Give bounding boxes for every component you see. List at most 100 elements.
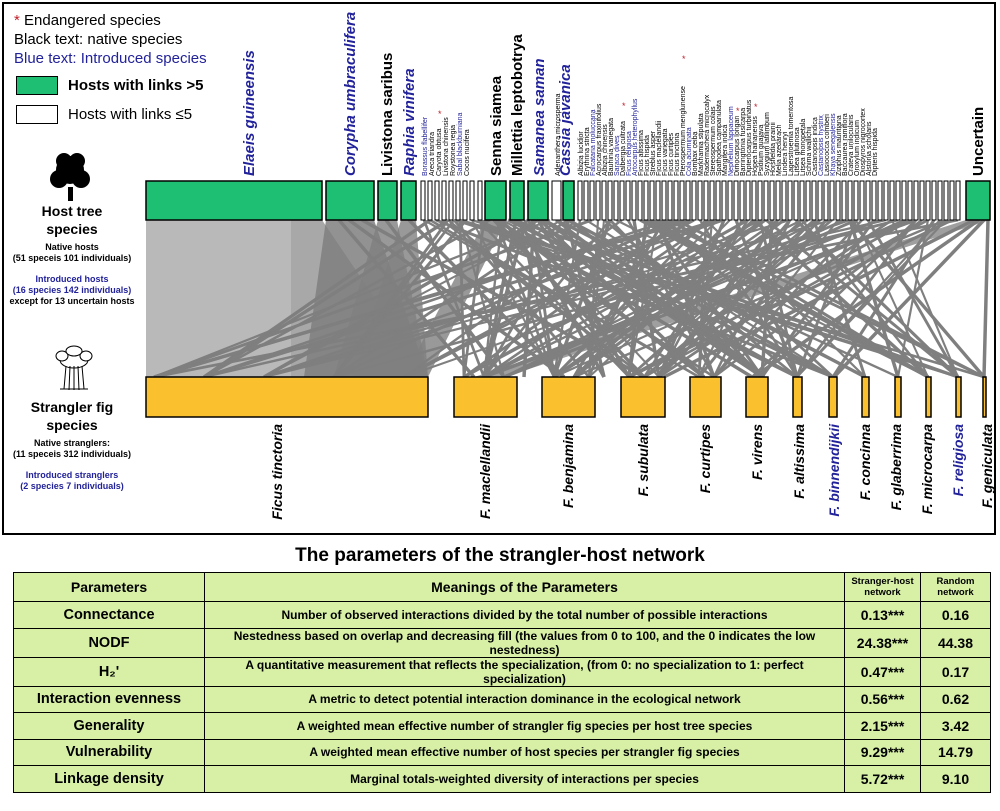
host-box — [577, 180, 583, 221]
network-link — [542, 218, 766, 379]
table-row: H₂' A quantitative measurement that refl… — [13, 656, 991, 687]
host-label: Lasiococca comberi — [824, 114, 831, 176]
host-label: Elaeis guineensis — [241, 50, 258, 176]
host-box — [400, 180, 417, 221]
network-link — [203, 218, 887, 379]
host-box — [847, 180, 853, 221]
host-box — [841, 180, 847, 221]
host-label: Horsfieldia prainii — [770, 122, 777, 176]
network-link — [855, 219, 929, 378]
table-row: Connectance Number of observed interacti… — [13, 601, 991, 629]
native-stranglers-count: (11 speceis 312 individuals) — [12, 449, 132, 459]
network-link — [203, 218, 491, 379]
network-link — [337, 218, 476, 379]
network-link — [663, 218, 975, 379]
fig-label: F. binnendijkii — [826, 423, 842, 517]
fig-panel-title: Strangler fig — [30, 399, 114, 415]
param-meaning: A quantitative measurement that reflects… — [204, 656, 845, 687]
fig-label: F. subulata — [635, 424, 651, 497]
param-meaning: Marginal totals-weighted diversity of in… — [204, 765, 845, 793]
host-label: Saraca dives — [614, 135, 621, 176]
param-name: Connectance — [13, 601, 205, 629]
network-link — [752, 218, 981, 379]
host-label: Albizia lucidior — [578, 131, 585, 176]
legend-swatch-le5 — [16, 105, 58, 124]
host-box — [661, 180, 667, 221]
host-box — [589, 180, 595, 221]
host-label: Mangifera indica — [722, 125, 729, 176]
param-meaning: Nestedness based on overlap and decreasi… — [204, 627, 845, 658]
host-box — [805, 180, 811, 221]
host-label: Melia azedarach — [776, 125, 783, 176]
host-label: Spathodea campanulata — [716, 100, 723, 176]
host-box — [913, 180, 919, 221]
host-box — [551, 180, 562, 221]
host-box — [751, 180, 757, 221]
native-stranglers-label: Native stranglers: — [33, 438, 111, 448]
host-box — [817, 180, 823, 221]
param-meaning: Number of observed interactions divided … — [204, 601, 845, 629]
legend-native: Black text: native species — [14, 31, 183, 48]
host-box — [925, 180, 931, 221]
network-link — [553, 219, 719, 378]
fig-box — [792, 376, 803, 418]
fig-label: F. glaberrima — [888, 424, 904, 511]
host-label: Ficus maclellandii — [656, 120, 663, 176]
host-box — [871, 180, 877, 221]
host-box — [949, 180, 955, 221]
param-name: Vulnerability — [13, 738, 205, 766]
host-label: Ficus altissima — [638, 130, 645, 176]
host-label: Bombax ceiba — [692, 132, 699, 176]
param-name: Linkage density — [13, 765, 205, 793]
host-label: Raphia vinifera — [401, 68, 418, 176]
host-label: Uncertain — [970, 107, 987, 176]
host-panel: Host tree species Native hosts (51 spece… — [4, 202, 140, 307]
host-label: Lindera henryi — [782, 131, 789, 176]
network-link — [643, 218, 929, 379]
host-box — [763, 180, 769, 221]
host-box — [733, 180, 739, 221]
host-label: Millettia leptobotrya — [509, 34, 526, 176]
host-box — [607, 180, 613, 221]
network-link — [565, 219, 606, 378]
host-box — [787, 180, 793, 221]
bipartite-network: Elaeis guineensis Corypha umbraculifera … — [50, 12, 994, 520]
host-box — [709, 180, 715, 221]
network-link — [628, 219, 815, 378]
endangered-star: * — [754, 102, 758, 112]
endangered-star: * — [736, 106, 740, 116]
link-layer — [146, 218, 990, 379]
host-box — [562, 180, 575, 221]
network-link — [263, 218, 725, 379]
host-box — [907, 180, 913, 221]
host-box — [441, 180, 447, 221]
host-label: Roystonea regia — [450, 125, 457, 176]
header-random: Random network — [920, 572, 991, 602]
host-label: Dimocarpus longan — [734, 116, 741, 176]
random-value: 0.16 — [920, 601, 991, 629]
fig-box — [145, 376, 429, 418]
host-label: Artocarpus heterophyllus — [632, 98, 639, 176]
host-label: Khaya senegalensis — [830, 113, 837, 176]
host-label: Adenanthera microsperma — [555, 93, 562, 176]
table-row: Linkage density Marginal totals-weighted… — [13, 765, 991, 793]
host-box — [655, 180, 661, 221]
table-row: Generality A weighted mean effective num… — [13, 712, 991, 740]
fig-label: F. benjamina — [560, 424, 576, 508]
table-row: Vulnerability A weighted mean effective … — [13, 738, 991, 766]
fig-box — [828, 376, 838, 418]
uncertain-hosts-note: except for 13 uncertain hosts — [9, 296, 135, 306]
host-box — [625, 180, 631, 221]
network-link — [483, 218, 917, 379]
endangered-star: * — [622, 101, 626, 111]
host-box — [377, 180, 398, 221]
host-label: Corypha umbraculifera — [342, 12, 359, 176]
host-box — [823, 180, 829, 221]
tree-icon — [50, 153, 90, 201]
fig-label: F. concinna — [857, 424, 873, 500]
host-label: Schima wallichii — [806, 126, 813, 176]
host-box — [877, 180, 883, 221]
host-box — [673, 180, 679, 221]
host-label: Castanopsis indica — [812, 117, 819, 176]
network-link — [848, 219, 900, 378]
